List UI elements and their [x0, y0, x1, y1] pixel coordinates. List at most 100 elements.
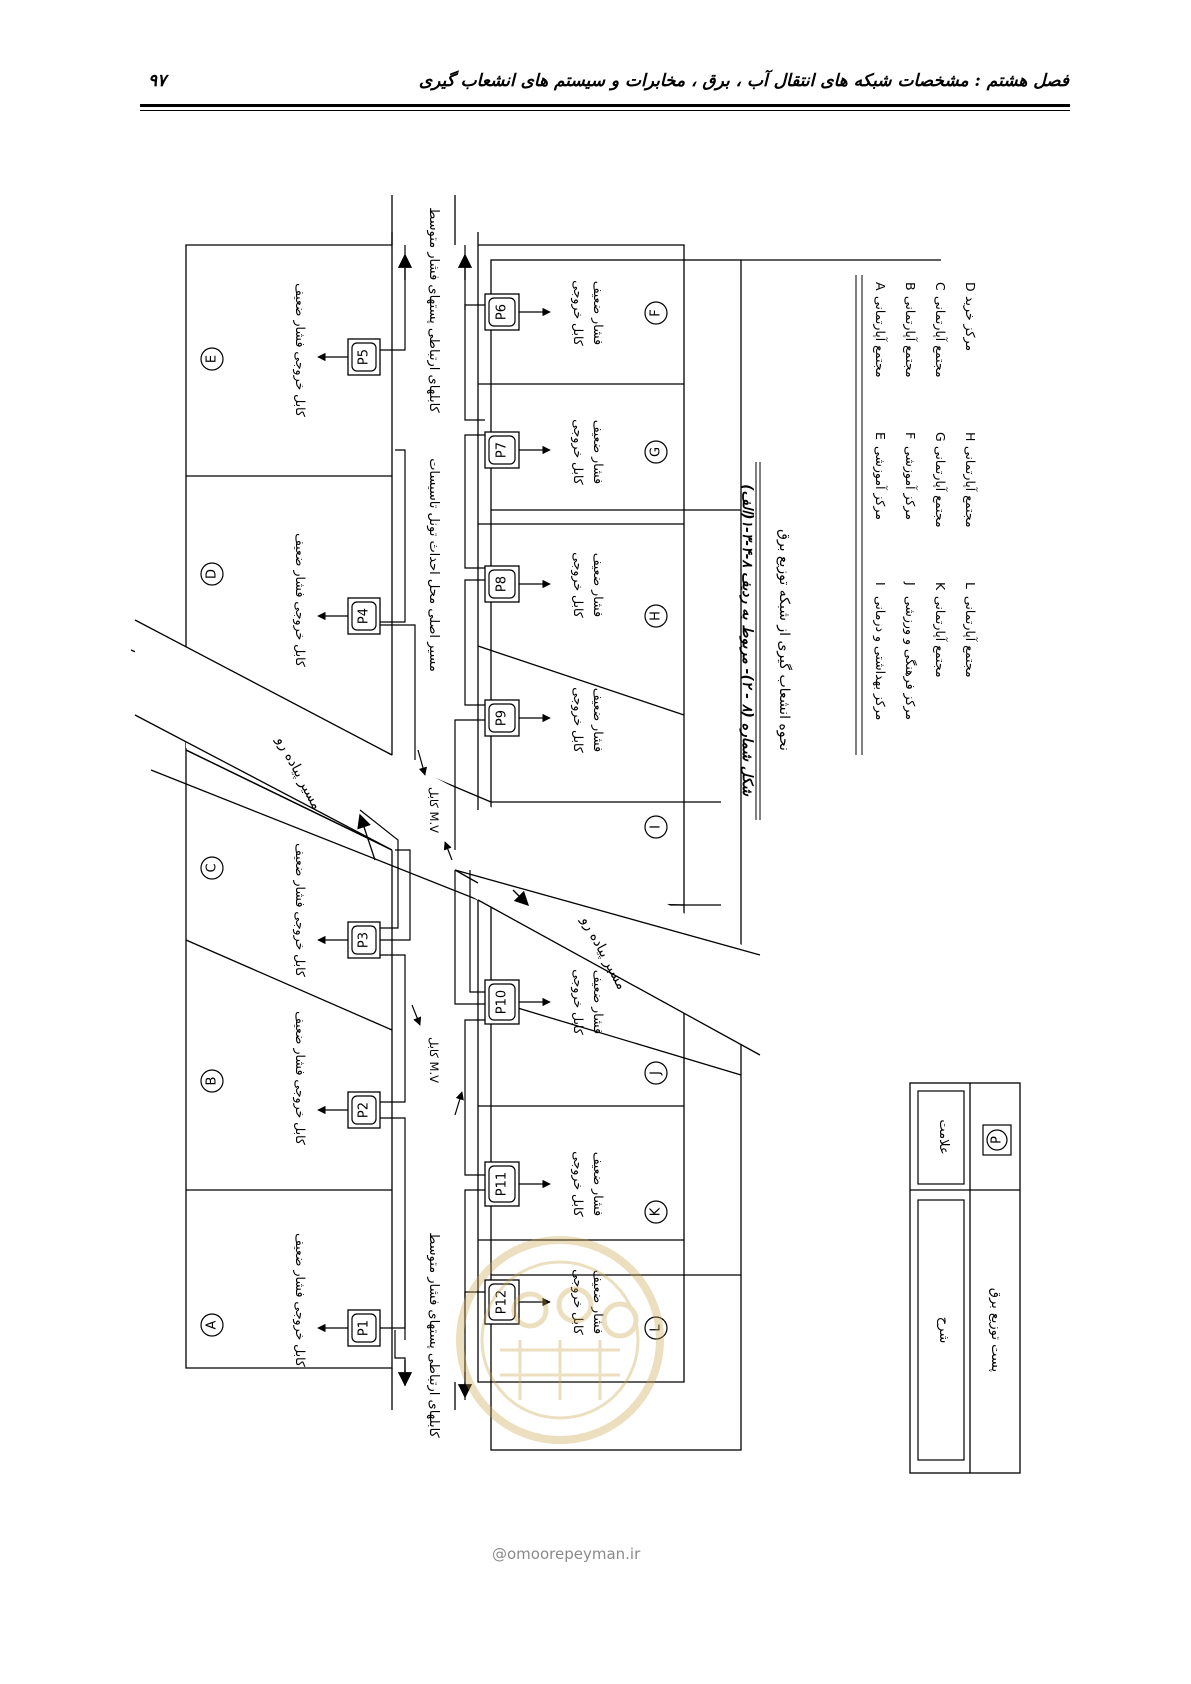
- station-p8: P8: [484, 565, 551, 603]
- plot-f-label: F: [649, 309, 664, 316]
- svg-text:مجتمع آپارتمانی: مجتمع آپارتمانی: [902, 296, 918, 378]
- mv-cable-label-1: کابل M.V: [427, 787, 441, 833]
- plot-h-label: H: [649, 611, 664, 621]
- svg-text:J: J: [903, 581, 918, 586]
- svg-text:I: I: [873, 582, 888, 586]
- plot-b-label: B: [205, 1077, 220, 1086]
- plot-i-label: I: [649, 825, 664, 829]
- svg-text:فشار ضعیف: فشار ضعیف: [590, 281, 606, 345]
- watermark-text: @omoorepeyman.ir: [492, 1545, 641, 1563]
- figure-subtitle: نحوه انشعاب گیری از شبکه توزیع برق: [776, 529, 793, 751]
- mv-link-cables-label-top: کابلهای ارتباطی پستهای فشار متوسط: [426, 207, 441, 413]
- svg-text:P9: P9: [495, 710, 510, 726]
- svg-text:E: E: [873, 432, 888, 440]
- svg-text:P1: P1: [357, 1320, 372, 1336]
- plots-bottom: [477, 232, 685, 1383]
- lv-labels-bottom: کابل خروجی فشار ضعیف کابل خروجی فشار ضعی…: [570, 280, 606, 1335]
- station-p5: P5: [317, 338, 381, 376]
- svg-text:D: D: [963, 282, 978, 292]
- mv-link-cables-label-bottom: کابلهای ارتباطی پستهای فشار متوسط: [426, 1232, 441, 1438]
- plot-d-label: D: [205, 569, 220, 579]
- stations-top: P1 P2 P3 P4 P5: [317, 338, 381, 1347]
- watermark-seal: [456, 1236, 664, 1444]
- lv-labels-top: کابل خروجی فشار ضعیف کابل خروجی فشار ضعی…: [292, 283, 308, 1367]
- header-rule-thin: [140, 110, 1070, 111]
- svg-text:P3: P3: [357, 932, 372, 948]
- svg-text:L: L: [963, 582, 978, 589]
- svg-text:مرکز بهداشتی و درمانی: مرکز بهداشتی و درمانی: [872, 596, 888, 720]
- svg-text:مرکز آموزشی: مرکز آموزشی: [872, 446, 888, 520]
- svg-text:کابل خروجی: کابل خروجی: [570, 419, 586, 485]
- stations-bottom: P6 P7 P8 P9 P10: [484, 293, 551, 1325]
- header-rule-thick: [140, 104, 1070, 107]
- plot-l-label: L: [649, 1324, 664, 1332]
- station-p6: P6: [484, 293, 551, 331]
- svg-text:فشار ضعیف: فشار ضعیف: [590, 688, 606, 752]
- svg-text:فشار ضعیف: فشار ضعیف: [590, 420, 606, 484]
- svg-text:P8: P8: [495, 576, 510, 592]
- mv-cable-label-2: کابل M.V: [427, 1037, 441, 1083]
- svg-text:کابل خروجی: کابل خروجی: [570, 1151, 586, 1217]
- legend: A مجتمع آپارتمانی B مجتمع آپارتمانی C مج…: [855, 275, 978, 755]
- svg-text:P7: P7: [495, 442, 510, 458]
- svg-text:A: A: [873, 282, 888, 291]
- svg-text:P6: P6: [495, 304, 510, 320]
- key-col-symbol: علامت: [936, 1119, 951, 1154]
- svg-text:مجتمع آپارتمانی: مجتمع آپارتمانی: [872, 296, 888, 378]
- svg-text:کابل خروجی فشار ضعیف: کابل خروجی فشار ضعیف: [292, 843, 308, 977]
- plot-k-label: K: [649, 1207, 664, 1216]
- station-p12: P12: [484, 1279, 551, 1325]
- key-table: علامت شرح P پست توزیع برق: [909, 1082, 1021, 1474]
- svg-text:فشار ضعیف: فشار ضعیف: [590, 1152, 606, 1216]
- svg-text:F: F: [903, 432, 918, 439]
- svg-text:K: K: [933, 582, 948, 591]
- plot-g-label: G: [649, 447, 664, 457]
- svg-text:P2: P2: [357, 1102, 372, 1118]
- station-p10: P10: [484, 979, 551, 1025]
- station-p7: P7: [484, 431, 551, 469]
- road-upper-edge-2: [150, 769, 492, 906]
- station-p3: P3: [317, 921, 381, 959]
- svg-text:کابل خروجی: کابل خروجی: [570, 1269, 586, 1335]
- chapter-title: فصل هشتم : مشخصات شبکه های انتقال آب ، ب…: [418, 71, 1069, 91]
- mv-cable-routes: [359, 245, 485, 1400]
- svg-text:کابل خروجی: کابل خروجی: [570, 687, 586, 753]
- plot-e-label: E: [205, 355, 220, 363]
- road-band: [134, 619, 761, 1056]
- svg-text:فشار ضعیف: فشار ضعیف: [590, 970, 606, 1034]
- station-p1: P1: [317, 1309, 381, 1347]
- station-p4: P4: [317, 597, 381, 635]
- station-p9: P9: [484, 699, 551, 737]
- svg-text:کابل خروجی فشار ضعیف: کابل خروجی فشار ضعیف: [292, 1011, 308, 1145]
- svg-text:H: H: [963, 432, 978, 441]
- svg-text:فشار ضعیف: فشار ضعیف: [590, 553, 606, 617]
- svg-text:B: B: [903, 282, 918, 291]
- svg-text:کابل خروجی: کابل خروجی: [570, 969, 586, 1035]
- svg-text:کابل خروجی فشار ضعیف: کابل خروجی فشار ضعیف: [292, 283, 308, 417]
- page-number: ۹۷: [148, 71, 167, 91]
- plot-labels-top: A B C D E: [200, 347, 224, 1337]
- svg-text:مجتمع آپارتمانی: مجتمع آپارتمانی: [932, 446, 948, 528]
- svg-text:فشار ضعیف: فشار ضعیف: [590, 1270, 606, 1334]
- key-desc: پست توزیع برق: [988, 1288, 1003, 1373]
- station-p11: P11: [484, 1161, 551, 1207]
- svg-text:G: G: [933, 432, 948, 442]
- figure-caption: شکل شماره (۸ - ۲)- مربوط به ردیف ۸-۴-۳-۱…: [739, 484, 755, 797]
- svg-text:مجتمع آپارتمانی: مجتمع آپارتمانی: [962, 596, 978, 678]
- svg-text:P12: P12: [495, 1290, 510, 1314]
- svg-text:کابل خروجی فشار ضعیف: کابل خروجی فشار ضعیف: [292, 533, 308, 667]
- svg-text:مرکز خرید: مرکز خرید: [962, 296, 978, 351]
- svg-text:مجتمع آپارتمانی: مجتمع آپارتمانی: [962, 446, 978, 528]
- svg-text:کابل خروجی: کابل خروجی: [570, 280, 586, 346]
- svg-text:P10: P10: [495, 990, 510, 1014]
- plot-c-label: C: [205, 863, 220, 872]
- svg-text:کابل خروجی فشار ضعیف: کابل خروجی فشار ضعیف: [292, 1233, 308, 1367]
- svg-text:کابل خروجی: کابل خروجی: [570, 552, 586, 618]
- key-col-desc: شرح: [936, 1317, 951, 1343]
- plot-a-label: A: [205, 1320, 220, 1329]
- svg-text:مجتمع آپارتمانی: مجتمع آپارتمانی: [932, 596, 948, 678]
- svg-text:مجتمع آپارتمانی: مجتمع آپارتمانی: [932, 296, 948, 378]
- plot-j-label: J: [649, 1071, 664, 1076]
- svg-text:مرکز فرهنگی و ورزشی: مرکز فرهنگی و ورزشی: [902, 596, 918, 720]
